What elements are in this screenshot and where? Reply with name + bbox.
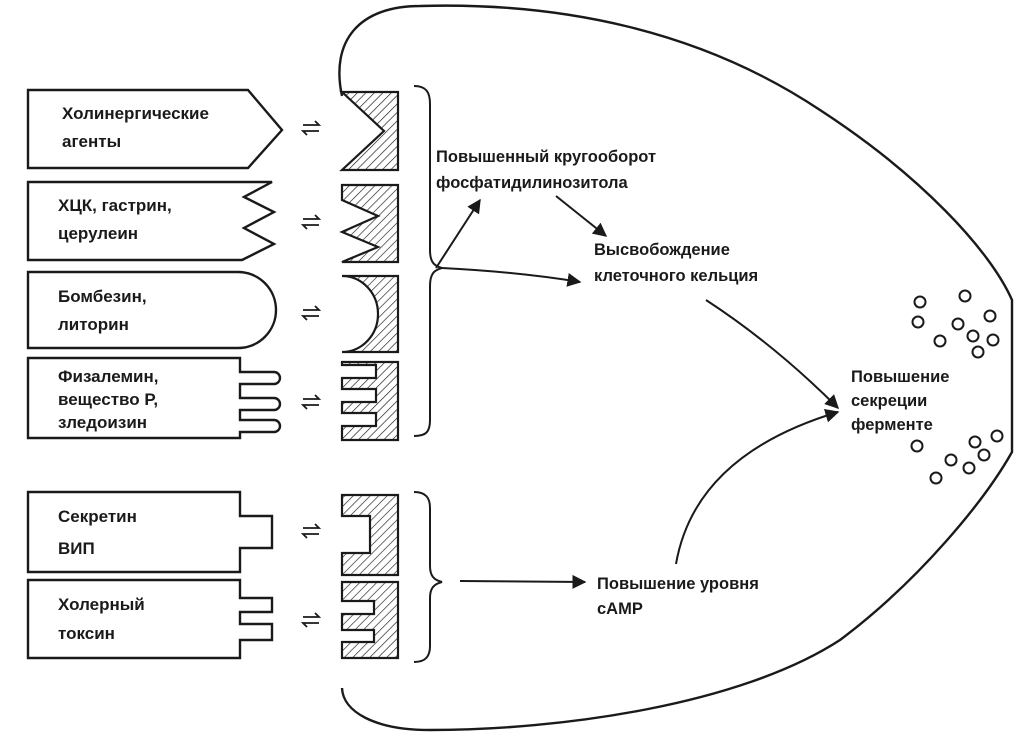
agent-label-line: Холерный xyxy=(58,595,145,614)
equilibrium-icon xyxy=(300,305,322,321)
vesicle xyxy=(977,448,991,462)
secretory-vesicles-upper xyxy=(911,289,1000,359)
vesicle xyxy=(944,453,958,467)
receptor-bombesin xyxy=(341,274,400,354)
agent-shape-physalaemin xyxy=(26,356,282,440)
vesicle xyxy=(958,289,972,303)
agent-label-line: литорин xyxy=(58,315,129,334)
receptor-cholinergic xyxy=(339,90,400,172)
receptor-cck xyxy=(339,183,400,264)
agent-label-secretin: Секретин ВИП xyxy=(58,507,142,558)
receptor-secretin xyxy=(340,493,400,577)
process-camp-rise: Повышение уровня сАМР xyxy=(597,575,763,618)
process-label-line: Высвобождение xyxy=(594,241,730,259)
agent-label-line: ВИП xyxy=(58,539,95,558)
process-label-line: фосфатидилинозитола xyxy=(436,174,629,192)
vesicle xyxy=(913,295,927,309)
vesicle xyxy=(968,435,982,449)
agent-label-line: Физалемин, xyxy=(58,367,158,386)
arrow-calcium-to-secretion xyxy=(705,299,839,409)
vesicle xyxy=(910,439,924,453)
process-label-line: Повышенный кругооборот xyxy=(436,148,656,166)
vesicle xyxy=(933,334,947,348)
cell-membrane xyxy=(338,4,1014,732)
agent-label-cholera: Холерный токсин xyxy=(58,595,149,643)
secretory-vesicles-lower xyxy=(910,429,1004,485)
agent-label-line: Холинергические xyxy=(62,104,209,123)
agent-label-physalaemin: Физалемин, вещество Р, зледоизин xyxy=(58,367,163,432)
agent-label-cholinergic: Холинергические агенты xyxy=(62,104,214,151)
vesicle xyxy=(971,345,985,359)
vesicle xyxy=(951,317,965,331)
agent-label-bombesin: Бомбезин, литорин xyxy=(58,287,151,334)
arrow-camp-to-secretion xyxy=(675,408,840,565)
process-label-line: клеточного кельция xyxy=(594,267,758,285)
agent-label-line: токсин xyxy=(58,624,115,643)
receptor-physalaemin xyxy=(340,360,400,442)
vesicle xyxy=(966,329,980,343)
equilibrium-icon xyxy=(300,214,322,230)
arrow-to-calcium xyxy=(441,267,582,287)
equilibrium-arrows xyxy=(300,120,322,628)
agent-shape-cholera xyxy=(26,578,274,660)
agent-label-line: ХЦК, гастрин, xyxy=(58,196,172,215)
process-label-line: Повышение xyxy=(851,368,949,386)
agent-shape-cholinergic xyxy=(26,88,284,170)
equilibrium-icon xyxy=(300,120,322,136)
process-label-line: Повышение уровня xyxy=(597,575,759,593)
agent-label-line: Бомбезин, xyxy=(58,287,147,306)
brace-lower-group xyxy=(413,491,443,663)
vesicle xyxy=(990,429,1004,443)
process-pi-turnover: Повышенный кругооборот фосфатидилинозито… xyxy=(436,148,661,192)
agent-label-line: зледоизин xyxy=(58,413,147,432)
process-label-line: ферменте xyxy=(851,416,933,434)
agent-label-line: агенты xyxy=(62,132,121,151)
agent-label-cck: ХЦК, гастрин, церулеин xyxy=(58,196,176,243)
process-label-line: сАМР xyxy=(597,600,643,618)
receptor-cholera xyxy=(340,580,400,660)
process-label-line: секреции xyxy=(851,392,927,410)
vesicle xyxy=(962,461,976,475)
agent-label-line: вещество Р, xyxy=(58,390,158,409)
agent-shape-secretin xyxy=(26,490,274,574)
equilibrium-icon xyxy=(300,612,322,628)
vesicle xyxy=(983,309,997,323)
arrow-pi-to-calcium xyxy=(555,195,608,237)
vesicle xyxy=(929,471,943,485)
agent-shape-bombesin xyxy=(26,270,278,350)
equilibrium-icon xyxy=(300,523,322,539)
process-calcium-release: Высвобождение клеточного кельция xyxy=(594,241,758,285)
agent-shape-cck xyxy=(26,180,277,262)
brace-upper-group xyxy=(413,85,443,437)
arrow-to-pi-turnover xyxy=(435,198,481,269)
agent-label-line: Секретин xyxy=(58,507,137,526)
arrow-to-camp xyxy=(459,574,587,589)
vesicle xyxy=(911,315,925,329)
process-enzyme-secretion: Повышение секреции ферменте xyxy=(851,368,954,434)
agent-label-line: церулеин xyxy=(58,224,138,243)
vesicle xyxy=(986,333,1000,347)
equilibrium-icon xyxy=(300,394,322,410)
